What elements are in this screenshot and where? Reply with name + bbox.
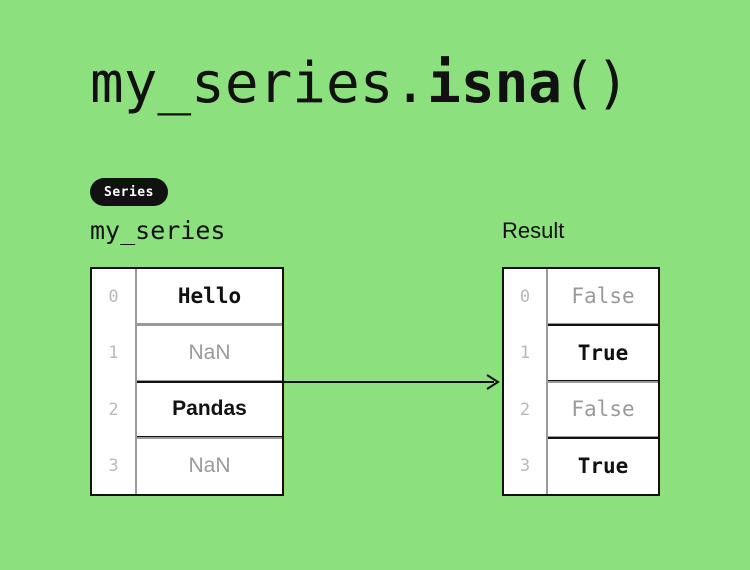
table-row: 2 Pandas [92,380,282,438]
status-badge: Series [90,178,168,206]
status-badge-label: Series [104,184,154,200]
row-value: NaN [137,324,282,382]
table-row: 3 NaN [92,436,282,494]
table-row: 1 True [504,324,658,382]
title-method: isna [427,51,563,116]
row-value: True [548,436,658,494]
row-index: 2 [92,381,137,438]
title-suffix: () [562,51,630,116]
row-value: True [548,324,658,382]
series-result-table: 0 False 1 True 2 False 3 True [502,267,660,496]
title-prefix: my_series. [90,51,428,116]
right-table-caption: Result [502,218,565,243]
table-row: 0 False [504,269,658,326]
row-value: NaN [137,436,282,494]
transform-arrow-icon [284,374,500,390]
row-index: 1 [92,325,137,382]
row-index: 0 [504,269,548,326]
row-index: 3 [92,437,137,494]
row-value: Hello [137,269,282,326]
row-index: 1 [504,325,548,382]
series-input-table: 0 Hello 1 NaN 2 Pandas 3 NaN [90,267,284,496]
page-title: my_series.isna() [90,48,629,120]
left-table-caption: my_series [90,216,226,245]
row-value: False [548,269,658,326]
row-value: False [548,380,658,438]
row-index: 3 [504,437,548,494]
row-index: 0 [92,269,137,326]
row-value: Pandas [137,380,282,438]
table-row: 3 True [504,436,658,494]
row-index: 2 [504,381,548,438]
table-row: 2 False [504,380,658,438]
table-row: 1 NaN [92,324,282,382]
table-row: 0 Hello [92,269,282,326]
